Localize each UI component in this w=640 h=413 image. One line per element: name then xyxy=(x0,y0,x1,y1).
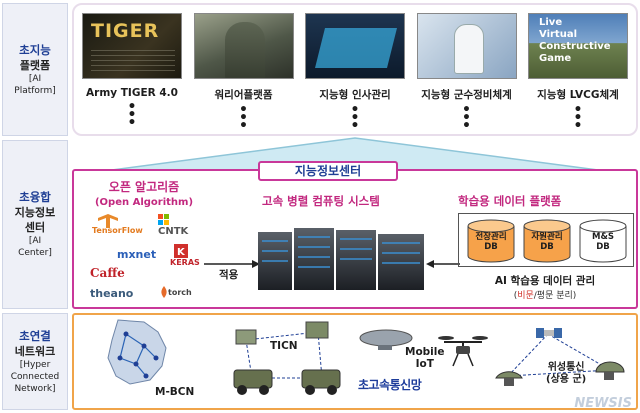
mbcn-label: M-BCN xyxy=(155,386,195,398)
touchscreen-icon xyxy=(305,13,405,79)
data-platform-title: 학습용 데이터 플랫폼 xyxy=(458,194,562,208)
robot-icon xyxy=(416,13,517,79)
sidebar-ai-center: 초융합 지능정보 센터 [AI Center] xyxy=(2,140,68,309)
classified-label: 비문 xyxy=(517,291,534,301)
tiger-slide-text: TIGER xyxy=(91,20,160,42)
svg-text:K: K xyxy=(177,247,186,258)
continuation-dots: • • • xyxy=(350,102,360,134)
tensorflow-logo-icon xyxy=(98,214,118,228)
plain-label: /평문 분리) xyxy=(533,291,577,301)
mobile-iot-icon xyxy=(359,329,488,367)
platform-label: 지능형 LVCG체계 xyxy=(537,89,619,101)
database-label: 자원관리 DB xyxy=(531,232,563,252)
theano-logo: theano xyxy=(90,287,134,300)
open-algorithm-title: 오픈 알고리즘 (Open Algorithm) xyxy=(74,180,214,210)
data-arrow-icon xyxy=(426,260,460,268)
database-label: 전장관리 DB xyxy=(475,232,507,252)
sidebar-english: [AI Center] xyxy=(18,236,52,258)
database-item: 자원관리 DB xyxy=(523,219,571,263)
ticn-label: TICN xyxy=(270,340,298,352)
sidebar-hyper-network: 초연결 네트워크 [Hyper Connected Network] xyxy=(2,313,68,410)
server-rack-icon xyxy=(258,228,424,290)
keras-logo-icon: K xyxy=(174,244,188,258)
algorithm-title-en: (Open Algorithm) xyxy=(94,197,194,208)
paren-open: ( xyxy=(513,291,518,301)
continuation-dots: • • • xyxy=(462,102,471,134)
apply-label: 적용 xyxy=(219,269,239,281)
lvcg-image-text: Live Virtual Constructive Game xyxy=(539,17,611,64)
database-icon xyxy=(467,219,515,263)
platform-item: Live Virtual Constructive Game 지능형 LVCG체… xyxy=(528,13,628,134)
center-title: 지능정보센터 xyxy=(258,161,398,181)
sidebar-title: 초지능 xyxy=(19,42,51,57)
hpc-title: 고속 병렬 컴퓨팅 시스템 xyxy=(262,194,380,208)
platform-item: 지능형 군수정비체계 • • • xyxy=(416,13,517,134)
torch-logo: torch xyxy=(168,288,192,297)
algorithm-title-ko: 오픈 알고리즘 xyxy=(108,180,180,194)
satellite-network-icon xyxy=(495,328,625,386)
platform-label: Army TIGER 4.0 xyxy=(86,87,178,99)
platform-list: TIGER Army TIGER 4.0 • • • 워리어플랫폼 • • • … xyxy=(82,13,628,134)
database-label: M&S DB xyxy=(592,232,614,252)
continuation-dots: • • • xyxy=(127,99,137,131)
mxnet-logo: mxnet xyxy=(117,248,157,261)
database-icon xyxy=(523,219,571,263)
platform-label: 워리어플랫폼 xyxy=(214,89,273,101)
mobile-iot-label: Mobile IoT xyxy=(405,346,445,370)
sidebar-subtitle: 플랫폼 xyxy=(19,58,51,72)
slide-text-lines xyxy=(91,50,175,72)
platform-label: 지능형 군수정비체계 xyxy=(421,89,512,101)
database-group: 전장관리 DB 자원관리 DB M&S DB xyxy=(458,213,634,267)
sidebar-subtitle: 지능정보 센터 xyxy=(14,206,56,234)
continuation-dots: • • • xyxy=(239,102,248,134)
sidebar-subtitle: 네트워크 xyxy=(14,344,56,358)
sidebar-ai-platform: 초지능 플랫폼 [AI Platform] xyxy=(2,3,68,136)
ai-platform-layer: TIGER Army TIGER 4.0 • • • 워리어플랫폼 • • • … xyxy=(72,3,638,136)
sidebar-title: 초연결 xyxy=(19,328,51,343)
microsoft-logo-icon xyxy=(158,214,169,225)
continuation-dots: • • • xyxy=(573,102,583,134)
apply-arrow-icon xyxy=(204,260,260,268)
database-icon xyxy=(579,219,627,263)
database-item: 전장관리 DB xyxy=(467,219,515,263)
sidebar-english: [AI Platform] xyxy=(14,73,56,96)
platform-item: 워리어플랫폼 • • • xyxy=(193,13,294,134)
keras-logo: KERAS xyxy=(170,258,200,267)
caffe-logo: Caffe xyxy=(90,266,125,280)
soldier-icon xyxy=(193,13,294,79)
high-speed-network-label: 초고속통신망 xyxy=(358,378,422,392)
tiger-slide-icon: TIGER xyxy=(82,13,182,79)
sidebar-title: 초융합 xyxy=(19,190,51,204)
platform-item: 지능형 인사관리 • • • xyxy=(305,13,405,134)
ai-data-sub-label: (비문/평문 분리) xyxy=(470,288,620,301)
tensorflow-logo: TensorFlow xyxy=(92,226,143,235)
ai-data-management-label: AI 학습용 데이터 관리 xyxy=(494,275,596,287)
watermark: NEWSIS xyxy=(574,396,632,411)
platform-label: 지능형 인사관리 xyxy=(319,89,391,101)
platform-item: TIGER Army TIGER 4.0 • • • xyxy=(82,13,182,130)
sidebar-english: [Hyper Connected Network] xyxy=(10,359,60,394)
satellite-label: 위성통신 (상용 군) xyxy=(546,362,587,385)
torch-flame-icon xyxy=(161,286,167,298)
cntk-logo: CNTK xyxy=(158,226,189,237)
korea-map-icon xyxy=(107,319,167,385)
ticn-network-icon xyxy=(233,321,341,395)
database-item: M&S DB xyxy=(579,219,627,263)
battlefield-icon: Live Virtual Constructive Game xyxy=(528,13,628,79)
